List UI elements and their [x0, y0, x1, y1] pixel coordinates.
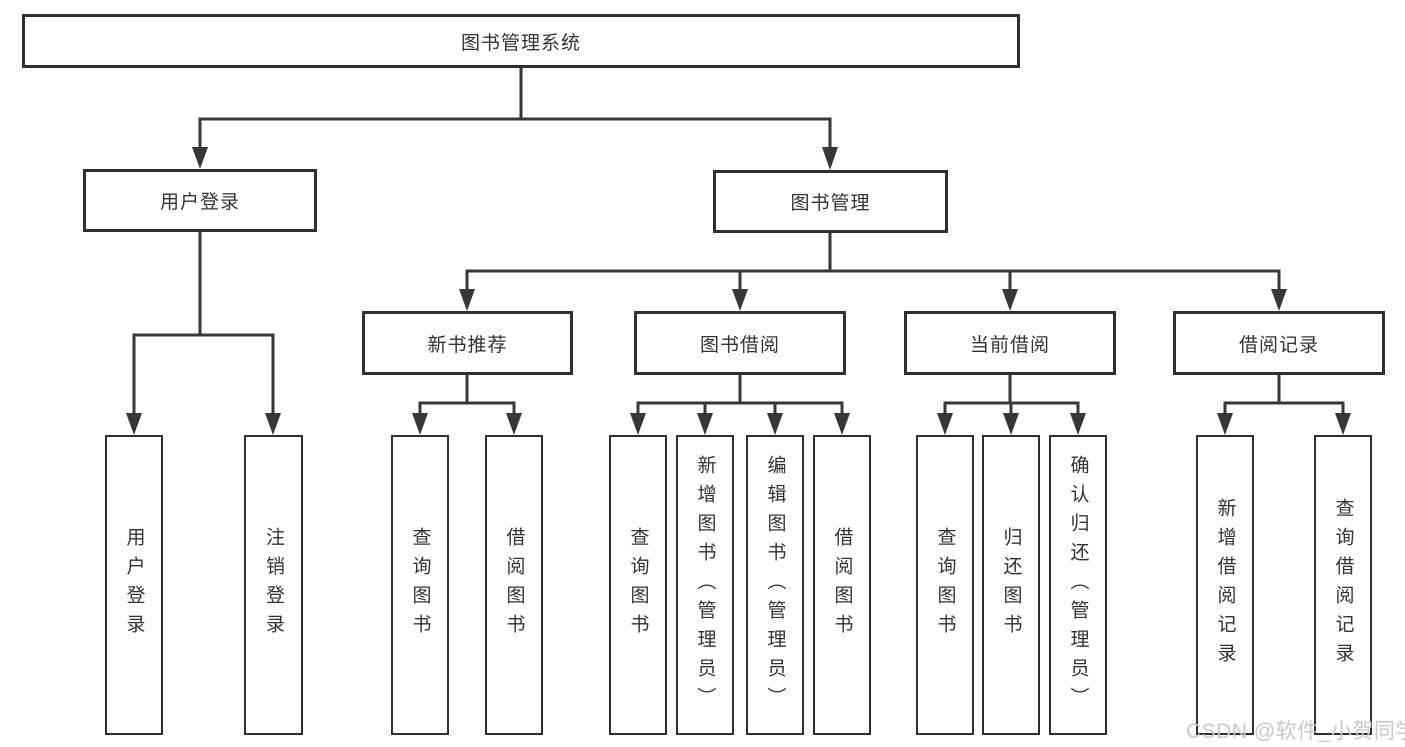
node-book-borrow-label: 图书借阅: [699, 334, 780, 356]
arrow-down-icon: [265, 413, 281, 435]
leaf-return-book: 归还图书: [982, 435, 1040, 735]
arrow-down-icon: [697, 413, 713, 435]
leaf-borrow-book-borrow-label: 借阅图书: [831, 527, 853, 643]
arrow-down-icon: [732, 289, 748, 311]
leaf-edit-book-admin: 编辑图书（管理员）: [746, 435, 804, 735]
node-book-mgmt-label: 图书管理: [790, 193, 871, 214]
node-new-book-rec-label: 新书推荐: [427, 334, 508, 356]
leaf-query-book-borrow-label: 查询图书: [627, 527, 649, 643]
connector-borrow-records-to-leaves: [1217, 375, 1351, 435]
node-user-login-label: 用户登录: [159, 192, 240, 213]
node-current-borrow: 当前借阅: [904, 311, 1116, 375]
arrow-down-icon: [126, 413, 142, 435]
leaf-borrow-book-rec-label: 借阅图书: [503, 527, 525, 643]
arrow-down-icon: [506, 413, 522, 435]
leaf-query-borrow-record: 查询借阅记录: [1314, 435, 1372, 735]
arrow-down-icon: [1070, 413, 1086, 435]
connector-current-borrow-to-leaves: [937, 375, 1086, 435]
leaf-query-book-rec: 查询图书: [391, 435, 449, 735]
leaf-return-book-label: 归还图书: [1000, 527, 1022, 643]
leaf-add-book-admin-label: 新增图书（管理员）: [694, 454, 716, 716]
leaf-query-borrow-record-label: 查询借阅记录: [1332, 498, 1354, 672]
arrow-down-icon: [937, 413, 953, 435]
leaf-query-book-borrow: 查询图书: [609, 435, 667, 735]
node-borrow-records: 借阅记录: [1173, 311, 1385, 375]
leaf-edit-book-admin-label: 编辑图书（管理员）: [764, 454, 786, 716]
arrow-down-icon: [767, 413, 783, 435]
node-current-borrow-label: 当前借阅: [969, 334, 1050, 356]
node-borrow-records-label: 借阅记录: [1238, 334, 1319, 356]
connector-book-borrow-to-leaves: [630, 375, 850, 435]
leaf-confirm-return-admin: 确认归还（管理员）: [1049, 435, 1107, 735]
arrow-down-icon: [412, 413, 428, 435]
leaf-confirm-return-admin-label: 确认归还（管理员）: [1067, 454, 1089, 716]
connector-root-to-level2: [192, 68, 838, 170]
csdn-watermark: CSDN @软件_小贺同学: [1186, 720, 1405, 743]
arrow-down-icon: [630, 413, 646, 435]
leaf-add-borrow-record-label: 新增借阅记录: [1214, 498, 1236, 672]
connector-user-login-to-leaves: [126, 232, 281, 435]
leaf-add-borrow-record: 新增借阅记录: [1196, 435, 1254, 735]
leaf-logout-label: 注销登录: [263, 527, 284, 643]
node-user-login: 用户登录: [83, 169, 317, 232]
leaf-user-login-label: 用户登录: [123, 527, 145, 643]
arrow-down-icon: [1217, 413, 1233, 435]
arrow-down-icon: [459, 289, 475, 311]
arrow-down-icon: [834, 413, 850, 435]
leaf-query-book-rec-label: 查询图书: [409, 527, 431, 643]
leaf-borrow-book-borrow: 借阅图书: [813, 435, 871, 735]
leaf-borrow-book-rec: 借阅图书: [485, 435, 543, 735]
arrow-down-icon: [1271, 289, 1287, 311]
node-book-mgmt: 图书管理: [713, 170, 948, 233]
node-root-label: 图书管理系统: [460, 32, 581, 54]
arrow-down-icon: [1003, 413, 1019, 435]
node-new-book-rec: 新书推荐: [362, 311, 573, 375]
connector-new-book-rec-to-leaves: [412, 375, 522, 435]
arrow-down-icon: [822, 147, 838, 170]
arrow-down-icon: [1002, 289, 1018, 311]
node-book-borrow: 图书借阅: [634, 311, 846, 375]
node-root: 图书管理系统: [22, 14, 1020, 68]
arrow-down-icon: [192, 147, 208, 169]
leaf-query-book-current: 查询图书: [916, 435, 974, 735]
arrow-down-icon: [1335, 413, 1351, 435]
leaf-query-book-current-label: 查询图书: [934, 527, 956, 643]
connector-book-mgmt-to-level3: [459, 233, 1287, 311]
leaf-logout: 注销登录: [244, 435, 303, 735]
leaf-add-book-admin: 新增图书（管理员）: [676, 435, 734, 735]
leaf-user-login: 用户登录: [105, 435, 163, 735]
